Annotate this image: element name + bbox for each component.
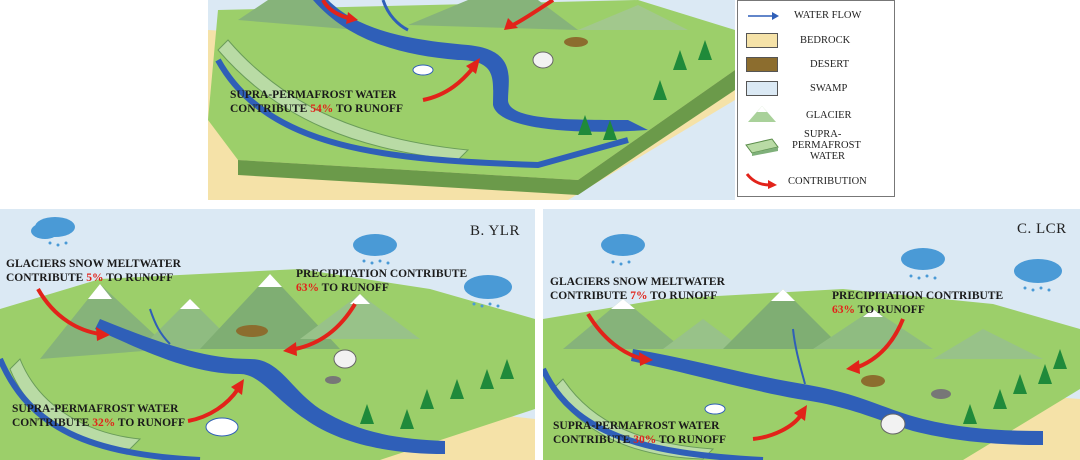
panel-b-glacier-pct: 5%	[86, 272, 103, 284]
contribution-arrow-icon	[744, 171, 780, 191]
desert-swatch-icon	[746, 57, 778, 72]
legend-contribution-label: CONTRIBUTION	[788, 176, 867, 187]
panel-a: SUPRA-PERMAFROST WATER CONTRIBUTE 54% TO…	[208, 0, 735, 200]
panel-c-title: C. LCR	[1017, 221, 1067, 238]
panel-c-precip-pct: 63%	[832, 304, 855, 316]
panel-b-supra-pct: 32%	[92, 417, 115, 429]
water-flow-arrow-icon	[746, 9, 780, 23]
panel-a-supra-suffix: TO RUNOFF	[333, 103, 403, 115]
panel-b-precip-suffix: TO RUNOFF	[319, 282, 389, 294]
panel-b: B. YLR GLACIERS SNOW MELTWATER CONTRIBUT…	[0, 209, 535, 460]
panel-c-supra-line1: SUPRA-PERMAFROST WATER	[553, 419, 726, 433]
panel-c-glacier-label: GLACIERS SNOW MELTWATER CONTRIBUTE 7% TO…	[550, 275, 725, 303]
panel-b-glacier-label: GLACIERS SNOW MELTWATER CONTRIBUTE 5% TO…	[6, 257, 181, 285]
legend-desert-label: DESERT	[810, 59, 849, 70]
panel-b-glacier-prefix: CONTRIBUTE	[6, 272, 86, 284]
legend-bedrock-label: BEDROCK	[800, 35, 850, 46]
panel-b-glacier-line1: GLACIERS SNOW MELTWATER	[6, 257, 181, 271]
panel-b-title: B. YLR	[470, 223, 520, 240]
panel-a-supra-prefix: CONTRIBUTE	[230, 103, 310, 115]
panel-a-supra-label: SUPRA-PERMAFROST WATER CONTRIBUTE 54% TO…	[230, 88, 403, 116]
panel-c-supra-pct: 30%	[633, 434, 656, 446]
legend-water-flow-label: WATER FLOW	[794, 10, 861, 21]
panel-b-supra-label: SUPRA-PERMAFROST WATER CONTRIBUTE 32% TO…	[12, 402, 185, 430]
panel-c-precip-suffix: TO RUNOFF	[855, 304, 925, 316]
panel-c-precip-label: PRECIPITATION CONTRIBUTE 63% TO RUNOFF	[832, 289, 1003, 317]
legend-supra-line1: SUPRA-	[804, 129, 841, 140]
panel-a-supra-pct: 54%	[310, 103, 333, 115]
panel-b-precip-pct: 63%	[296, 282, 319, 294]
panel-b-supra-line1: SUPRA-PERMAFROST WATER	[12, 402, 185, 416]
panel-c-supra-label: SUPRA-PERMAFROST WATER CONTRIBUTE 30% TO…	[553, 419, 726, 447]
legend-swamp-label: SWAMP	[810, 83, 847, 94]
panel-c: C. LCR GLACIERS SNOW MELTWATER CONTRIBUT…	[543, 209, 1080, 460]
supra-permafrost-icon	[744, 137, 780, 157]
panel-b-glacier-suffix: TO RUNOFF	[103, 272, 173, 284]
panel-c-glacier-suffix: TO RUNOFF	[647, 290, 717, 302]
glacier-mountain-icon	[746, 105, 778, 123]
legend-glacier-label: GLACIER	[806, 110, 852, 121]
panel-c-supra-prefix: CONTRIBUTE	[553, 434, 633, 446]
panel-b-precip-line1: PRECIPITATION CONTRIBUTE	[296, 267, 467, 281]
panel-c-glacier-prefix: CONTRIBUTE	[550, 290, 630, 302]
legend-supra-line2: PERMAFROST	[792, 140, 861, 151]
panel-b-supra-suffix: TO RUNOFF	[115, 417, 185, 429]
panel-c-supra-suffix: TO RUNOFF	[656, 434, 726, 446]
bedrock-swatch-icon	[746, 33, 778, 48]
panel-c-glacier-pct: 7%	[630, 290, 647, 302]
legend: WATER FLOW BEDROCK DESERT SWAMP GLACIER …	[737, 0, 895, 197]
panel-c-glacier-line1: GLACIERS SNOW MELTWATER	[550, 275, 725, 289]
panel-b-supra-prefix: CONTRIBUTE	[12, 417, 92, 429]
swamp-swatch-icon	[746, 81, 778, 96]
legend-supra-line3: WATER	[810, 151, 845, 162]
panel-b-precip-label: PRECIPITATION CONTRIBUTE 63% TO RUNOFF	[296, 267, 467, 295]
panel-a-supra-line1: SUPRA-PERMAFROST WATER	[230, 88, 403, 102]
panel-c-precip-line1: PRECIPITATION CONTRIBUTE	[832, 289, 1003, 303]
